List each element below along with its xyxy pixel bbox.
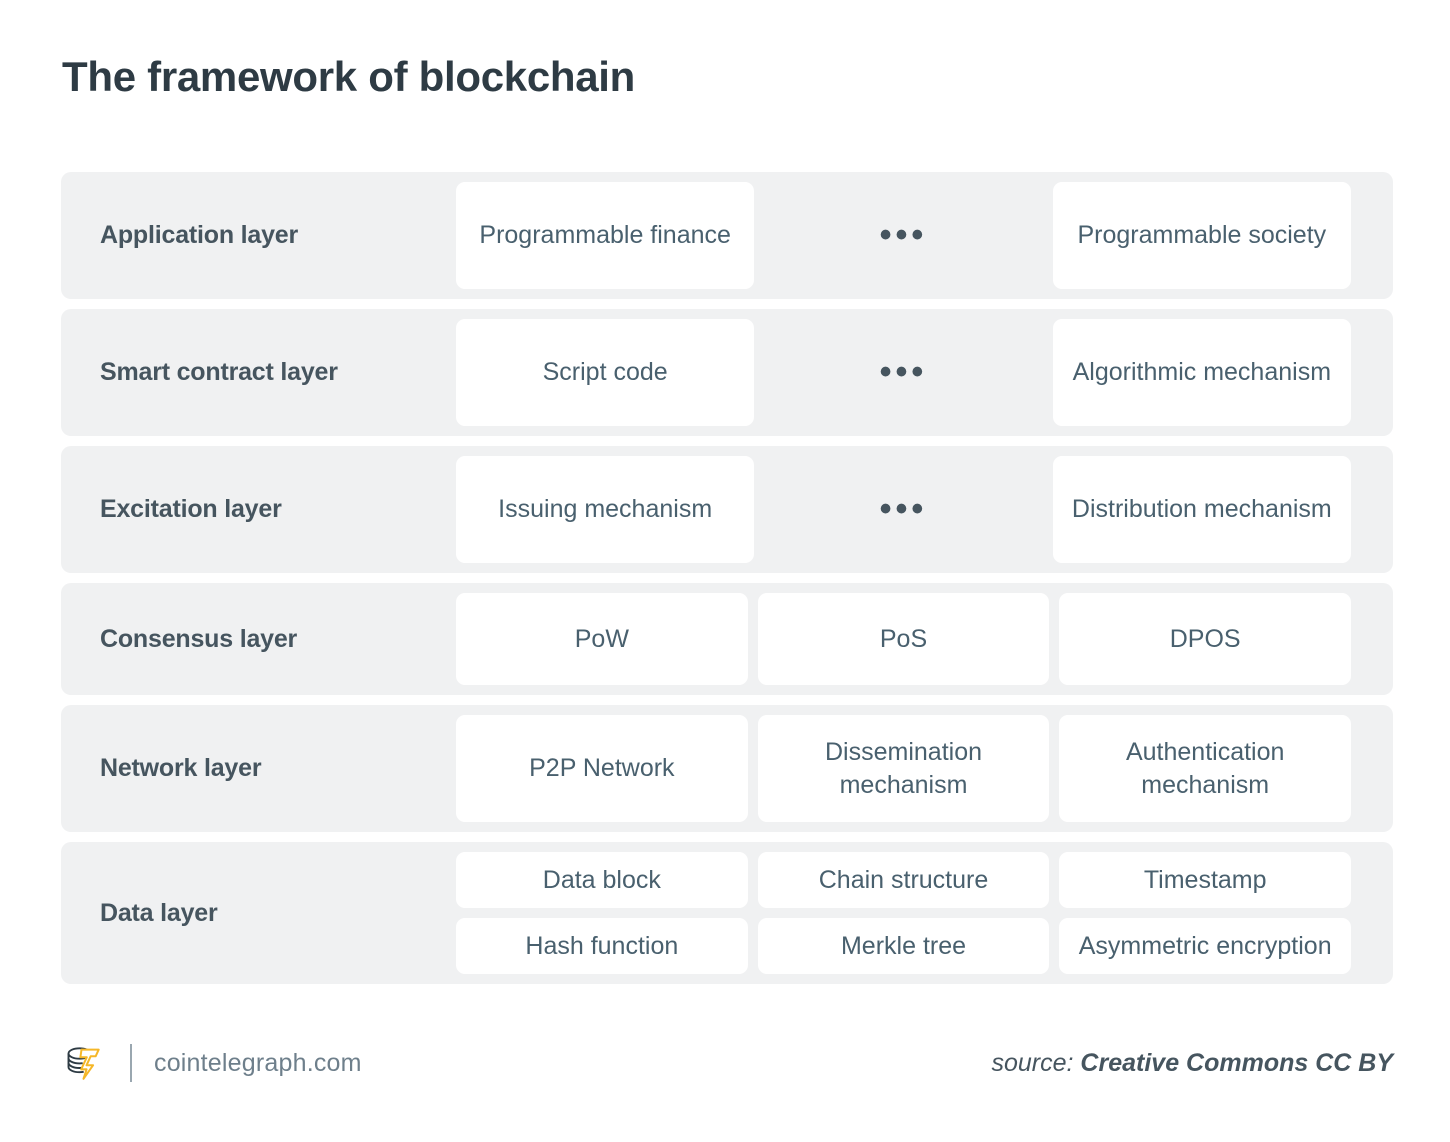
layer-label: Excitation layer <box>100 495 282 523</box>
layer-item-card[interactable]: Merkle tree <box>757 918 1050 974</box>
layer-cells: Script code ••• Algorithmic mechanism <box>456 319 1351 426</box>
layer-label: Network layer <box>100 754 262 782</box>
layer-item-card[interactable]: PoS <box>757 593 1050 685</box>
layer-item-card[interactable]: P2P Network <box>456 715 748 822</box>
layer-item-card[interactable]: Distribution mechanism <box>1052 456 1351 563</box>
brand-name: cointelegraph.com <box>154 1048 362 1077</box>
cell-line: Programmable finance ••• Programmable soci… <box>456 182 1351 289</box>
layer-cells: Programmable finance ••• Programmable soci… <box>456 182 1351 289</box>
layer-row: Excitation layer Issuing mechanism ••• Dist… <box>61 446 1393 573</box>
blockchain-framework-diagram: Application layer Programmable finance •••… <box>61 172 1393 994</box>
cell-line: Issuing mechanism ••• Distribution mechani… <box>456 456 1351 563</box>
ellipsis-indicator: ••• <box>879 489 928 528</box>
source-value: Creative Commons CC BY <box>1080 1048 1393 1077</box>
layer-item-card[interactable]: DPOS <box>1059 593 1352 685</box>
brand-block: cointelegraph.com <box>62 1041 362 1085</box>
ellipsis-indicator: ••• <box>879 215 928 254</box>
layer-item-card[interactable]: Programmable society <box>1052 182 1351 289</box>
layer-item-card[interactable]: Programmable finance <box>456 182 755 289</box>
ellipsis-indicator: ••• <box>879 352 928 391</box>
layer-label: Smart contract layer <box>100 358 338 386</box>
cointelegraph-logo-icon <box>62 1041 106 1085</box>
layer-label: Application layer <box>100 221 299 249</box>
layer-item-card[interactable]: Asymmetric encryption <box>1059 918 1352 974</box>
source-label: source: <box>991 1048 1074 1077</box>
layer-item-card[interactable]: Issuing mechanism <box>456 456 755 563</box>
footer-divider <box>130 1044 132 1082</box>
layer-item-card[interactable]: Script code <box>456 319 755 426</box>
layer-item-card[interactable]: Hash function <box>456 918 748 974</box>
source-attribution: source: Creative Commons CC BY <box>991 1049 1393 1078</box>
layer-item-card[interactable]: Algorithmic mechanism <box>1052 319 1351 426</box>
cell-line: Script code ••• Algorithmic mechanism <box>456 319 1351 426</box>
layer-item-card[interactable]: Timestamp <box>1059 852 1352 908</box>
layer-item-card[interactable]: PoW <box>456 593 748 685</box>
layer-label: Data layer <box>100 898 218 927</box>
layer-item-card[interactable]: Chain structure <box>757 852 1050 908</box>
layer-item-card[interactable]: Dissemination mechanism <box>757 715 1050 822</box>
footer: cointelegraph.com source: Creative Commo… <box>62 1028 1393 1098</box>
layer-label: Consensus layer <box>100 624 298 653</box>
layer-item-card[interactable]: Authentication mechanism <box>1059 715 1352 822</box>
page-title: The framework of blockchain <box>62 53 636 100</box>
layer-item-card[interactable]: Data block <box>456 852 748 908</box>
layer-cells: Issuing mechanism ••• Distribution mechani… <box>456 456 1351 563</box>
layer-row: Application layer Programmable finance •••… <box>61 172 1393 299</box>
layer-row: Smart contract layer Script code ••• Algori… <box>61 309 1393 436</box>
